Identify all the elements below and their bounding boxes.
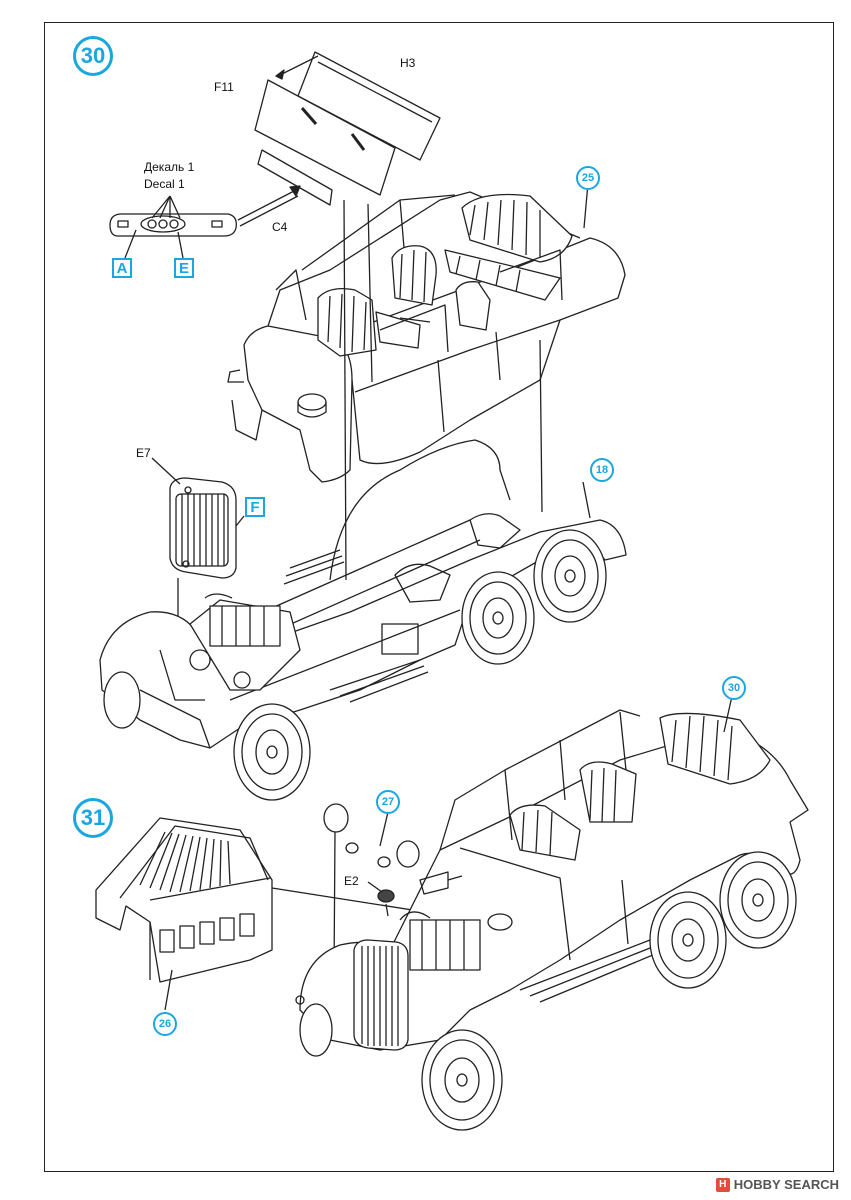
hobby-search-logo-icon: H — [715, 1177, 730, 1192]
part-label-f11: F11 — [214, 80, 234, 94]
ref-step-30: 30 — [722, 676, 746, 700]
vehicle-wheel-rear — [719, 851, 797, 949]
step-number-30: 30 — [73, 36, 113, 76]
windshield-part-h3 — [297, 51, 441, 161]
color-code-e: E — [174, 258, 194, 278]
ref-step-25: 25 — [576, 166, 600, 190]
vehicle-wheel-mid — [649, 891, 727, 989]
step-number-31: 31 — [73, 798, 113, 838]
chassis-wheel-mid — [461, 571, 535, 665]
watermark: H HOBBY SEARCH — [715, 1177, 839, 1192]
dashboard-part — [109, 213, 237, 237]
windshield-glass-c4 — [257, 149, 333, 206]
headlight-parts — [323, 803, 420, 976]
middle-seat — [391, 245, 491, 331]
hood-part — [95, 817, 273, 983]
decal-label-en: Decal 1 — [144, 177, 185, 191]
vehicle-wheel-front-left — [299, 1003, 333, 1057]
assembled-vehicle — [295, 709, 809, 1051]
grille-part-e7 — [169, 477, 237, 579]
part-label-c4: C4 — [272, 220, 288, 234]
part-label-e7: E7 — [136, 446, 151, 460]
part-label-e2: E2 — [344, 874, 359, 888]
color-code-f: F — [245, 497, 265, 517]
chassis-wheel-front — [233, 703, 311, 801]
side-rails — [275, 194, 563, 353]
color-code-a: A — [112, 258, 132, 278]
chassis-wheel-front-left — [103, 671, 141, 729]
chassis-wheel-rear — [533, 529, 607, 623]
watermark-text: HOBBY SEARCH — [733, 1177, 839, 1192]
vehicle-wheel-front — [421, 1029, 503, 1131]
part-label-h3: H3 — [400, 56, 416, 70]
rear-seat — [444, 193, 573, 301]
ref-step-27: 27 — [376, 790, 400, 814]
ref-step-18: 18 — [590, 458, 614, 482]
page-frame — [44, 22, 834, 1172]
decal-label-ru: Декаль 1 — [144, 160, 195, 174]
ref-step-26: 26 — [153, 1012, 177, 1036]
windshield-frame-f11 — [254, 79, 396, 196]
